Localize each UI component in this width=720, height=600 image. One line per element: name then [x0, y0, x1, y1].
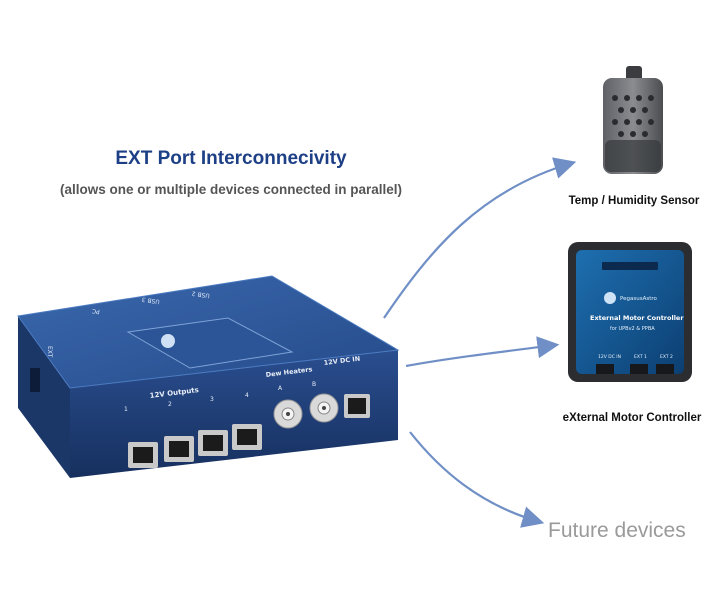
top-label-usb3: USB 3	[141, 295, 160, 304]
arrow-to-sensor	[383, 157, 577, 319]
top-label-usb2: USB 2	[191, 289, 210, 298]
output-port-4	[232, 424, 262, 450]
motor-box-subtitle: for UPBv2 & PPBA	[610, 326, 655, 332]
output-port-3	[198, 430, 228, 456]
arrow-to-motor-controller	[405, 336, 560, 368]
dew-port-b	[309, 393, 339, 423]
page-subtitle: (allows one or multiple devices connecte…	[59, 182, 403, 197]
motor-box-port-label-dc: 12V DC IN	[598, 354, 621, 360]
dc-in-port	[344, 394, 370, 418]
motor-box-title: External Motor Controller	[590, 314, 684, 322]
side-label-ext: EXT	[46, 346, 53, 358]
output-number-4: 4	[245, 392, 249, 399]
output-number-1: 1	[124, 406, 128, 413]
output-port-1	[128, 442, 158, 468]
arrow-to-future-devices	[409, 431, 545, 528]
temp-humidity-sensor	[603, 66, 663, 174]
dew-port-a	[273, 399, 303, 429]
page-title: EXT Port Interconnecivity	[115, 148, 347, 169]
output-number-2: 2	[168, 401, 172, 408]
ext-port-icon	[30, 368, 40, 392]
future-devices-label: Future devices	[548, 519, 686, 542]
motor-box-brand: PegasusAstro	[620, 296, 658, 302]
output-number-3: 3	[210, 396, 214, 403]
brand-logo-icon	[604, 292, 616, 304]
motor-controller-box: PegasusAstro External Motor Controller f…	[568, 242, 692, 382]
motor-box-port-label-ext2: EXT 2	[660, 354, 673, 360]
dew-channel-a: A	[278, 385, 283, 392]
powerbox-hub: USB 3 USB 2 PC EXT 12V Outputs 1 2 3 4 D…	[17, 275, 400, 478]
motor-box-port-label-ext1: EXT 1	[634, 354, 647, 360]
top-label-pc: PC	[92, 307, 101, 315]
output-port-2	[164, 436, 194, 462]
dew-channel-b: B	[312, 381, 316, 388]
sensor-label: Temp / Humidity Sensor	[568, 195, 700, 207]
motor-controller-label: eXternal Motor Controller	[562, 412, 702, 424]
